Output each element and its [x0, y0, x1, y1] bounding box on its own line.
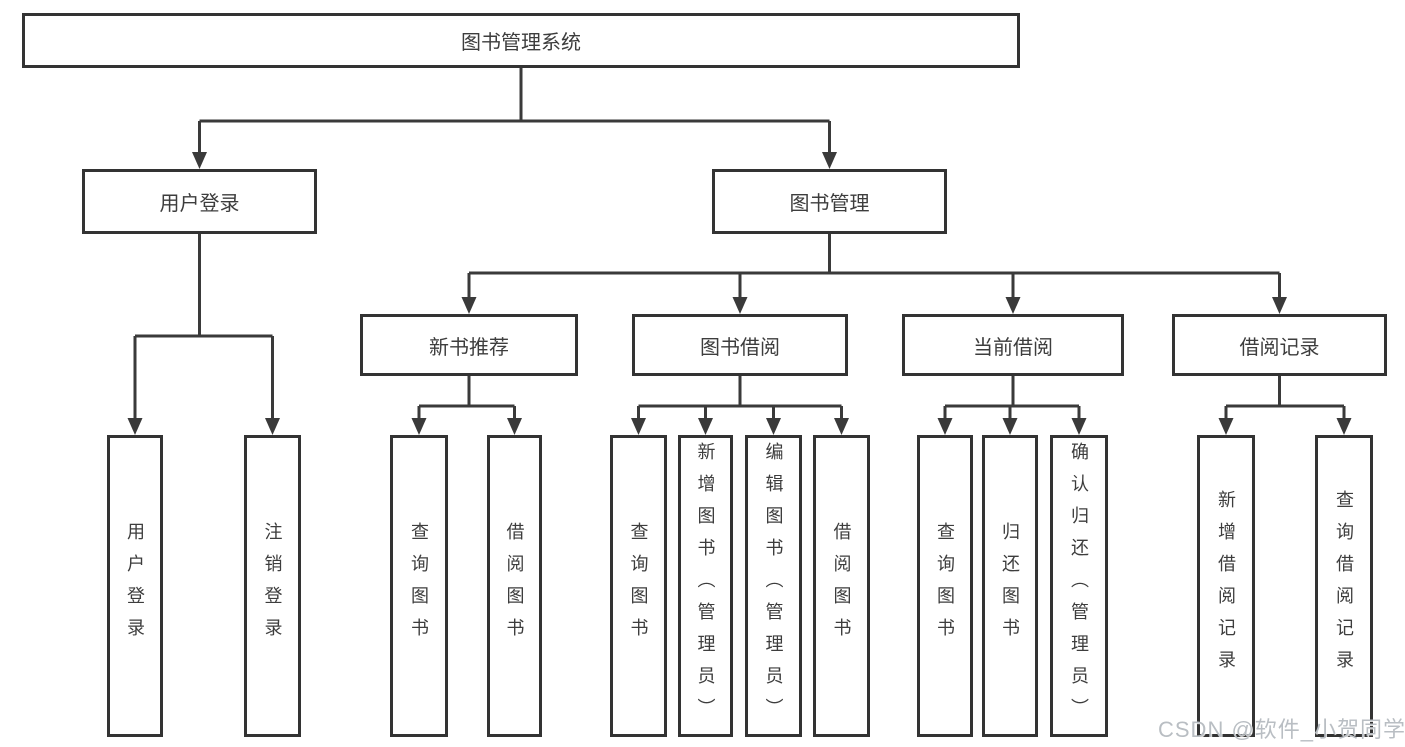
leaf-logout-label: 注销登录	[262, 522, 283, 650]
leaf-br-query-record: 查询借阅记录	[1315, 435, 1373, 737]
watermark: CSDN @软件_小贺同学	[1158, 717, 1405, 742]
leaf-cb-return-books: 归还图书	[982, 435, 1038, 737]
leaf-nb-query-books-label: 查询图书	[409, 522, 429, 650]
node-book-mgmt: 图书管理	[712, 169, 947, 234]
leaf-nb-borrow-books: 借阅图书	[487, 435, 542, 737]
arrowhead-icon	[732, 297, 748, 314]
node-root-label: 图书管理系统	[461, 32, 581, 54]
connector-root	[192, 67, 837, 169]
arrowhead-icon	[127, 418, 143, 435]
leaf-br-query-record-label: 查询借阅记录	[1334, 490, 1354, 682]
connector-book-borrow	[631, 375, 849, 435]
arrowhead-icon	[766, 418, 781, 435]
leaf-cb-confirm-return-label: 确认归还（管理员）	[1069, 442, 1089, 730]
connector-new-book-rec	[411, 375, 522, 435]
arrowhead-icon	[265, 418, 280, 435]
arrowhead-icon	[834, 418, 849, 435]
node-current-borrow-label: 当前借阅	[973, 336, 1053, 359]
node-user-login-label: 用户登录	[159, 193, 240, 215]
node-new-book-rec: 新书推荐	[360, 314, 578, 376]
arrowhead-icon	[1336, 418, 1352, 435]
connector-user-login	[127, 233, 280, 435]
node-root: 图书管理系统	[22, 13, 1020, 68]
arrowhead-icon	[461, 297, 477, 314]
leaf-bb-edit-books: 编辑图书（管理员）	[745, 435, 802, 737]
arrowhead-icon	[1272, 297, 1287, 314]
leaf-br-add-record-label: 新增借阅记录	[1216, 490, 1236, 682]
arrowhead-icon	[937, 418, 953, 435]
leaf-logout: 注销登录	[244, 435, 301, 737]
connector-borrow-records	[1218, 375, 1352, 435]
leaf-cb-query-books: 查询图书	[917, 435, 973, 737]
leaf-bb-add-books-label: 新增图书（管理员）	[695, 442, 716, 730]
arrowhead-icon	[1005, 297, 1021, 314]
leaf-bb-borrow-books-label: 借阅图书	[831, 522, 852, 650]
node-book-borrow-label: 图书借阅	[700, 336, 780, 359]
node-borrow-records-label: 借阅记录	[1239, 336, 1320, 359]
arrowhead-icon	[631, 418, 646, 435]
arrowhead-icon	[1071, 418, 1087, 435]
leaf-bb-borrow-books: 借阅图书	[813, 435, 870, 737]
leaf-bb-query-books-label: 查询图书	[628, 522, 649, 650]
leaf-bb-edit-books-label: 编辑图书（管理员）	[763, 442, 784, 730]
connector-current-borrow	[937, 375, 1087, 435]
leaf-user-login: 用户登录	[107, 435, 163, 737]
arrowhead-icon	[1002, 418, 1018, 435]
leaf-user-login-label: 用户登录	[125, 522, 145, 650]
node-user-login: 用户登录	[82, 169, 317, 234]
arrowhead-icon	[822, 152, 837, 169]
leaf-bb-query-books: 查询图书	[610, 435, 667, 737]
arrowhead-icon	[411, 418, 427, 435]
leaf-cb-confirm-return: 确认归还（管理员）	[1050, 435, 1108, 737]
leaf-cb-return-books-label: 归还图书	[1000, 522, 1020, 650]
node-current-borrow: 当前借阅	[902, 314, 1124, 376]
node-new-book-rec-label: 新书推荐	[429, 336, 509, 359]
arrowhead-icon	[698, 418, 713, 435]
leaf-bb-add-books: 新增图书（管理员）	[678, 435, 733, 737]
leaf-nb-borrow-books-label: 借阅图书	[504, 522, 525, 650]
leaf-nb-query-books: 查询图书	[390, 435, 448, 737]
node-book-borrow: 图书借阅	[632, 314, 848, 376]
arrowhead-icon	[507, 418, 522, 435]
connector-book-mgmt	[461, 233, 1287, 314]
leaf-cb-query-books-label: 查询图书	[935, 522, 955, 650]
node-book-mgmt-label: 图书管理	[789, 193, 870, 215]
arrowhead-icon	[192, 152, 207, 169]
node-borrow-records: 借阅记录	[1172, 314, 1387, 376]
leaf-br-add-record: 新增借阅记录	[1197, 435, 1255, 737]
arrowhead-icon	[1218, 418, 1234, 435]
